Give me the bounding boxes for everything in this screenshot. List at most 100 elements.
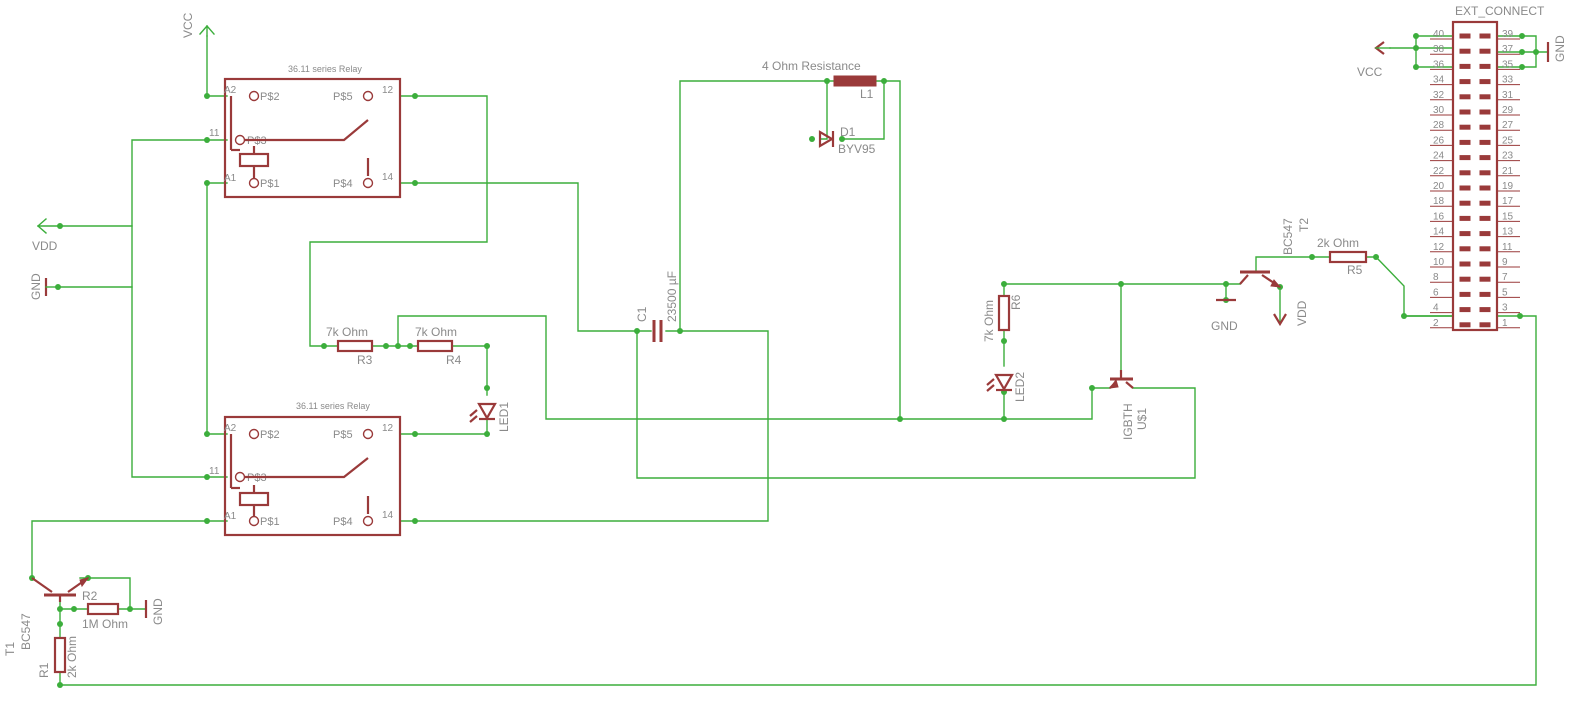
connector-pin-left [1459,124,1471,130]
t1-name: T1 [3,642,17,656]
r4-name: R4 [446,353,462,367]
relay-2-n14: 14 [382,510,394,521]
connector-pin-number-left: 24 [1433,151,1445,162]
l1-name: L1 [860,87,874,101]
vcc-top-label: VCC [181,12,195,38]
connector-pin-right [1479,170,1491,176]
r1-name: R1 [37,662,51,678]
connector-pin-left [1459,231,1471,237]
connector-pin-number-left: 4 [1433,303,1439,314]
wires [31,35,1549,686]
connector-pin-right [1479,261,1491,267]
t2-value: BC547 [1281,218,1295,255]
connector-pin-right [1479,276,1491,282]
connector-pin-right [1479,231,1491,237]
gnd-t1-label: GND [151,598,165,625]
connector-pin-number-right: 23 [1502,151,1514,162]
vcc-ext-symbol: VCC [1357,41,1391,79]
connector-pin-right [1479,48,1491,54]
connector-pin-left [1459,155,1471,161]
r6-value: 7k Ohm [982,300,996,342]
r2-name: R2 [82,589,98,603]
gnd-ext-symbol: GND [1546,35,1567,62]
relay-2-n12: 12 [382,423,394,434]
connector-pin-number-right: 25 [1502,135,1514,146]
led-2: LED2 [986,372,1027,402]
connector-pin-number-right: 1 [1502,318,1508,329]
relay-1-n14: 14 [382,172,394,183]
connector-pin-right [1479,246,1491,252]
connector-pin-left [1459,322,1471,328]
r3-name: R3 [357,353,373,367]
relay-2-title: 36.11 series Relay [296,401,370,411]
led1-name: LED1 [497,402,511,432]
relay-1-n11: 11 [209,128,220,139]
connector-pin-number-left: 10 [1433,257,1445,268]
connector-pin-right [1479,94,1491,100]
connector-pin-left [1459,170,1471,176]
relay-1: 36.11 series Relay A2 P$2 P$5 12 11 P$3 … [209,64,402,199]
connector-pin-number-left: 8 [1433,272,1439,283]
c1-name: C1 [635,306,649,322]
connector-pin-number-left: 32 [1433,90,1445,101]
connector-pin-right [1479,291,1491,297]
t1-value: BC547 [19,613,33,650]
connector-pin-right [1479,79,1491,85]
connector-pin-right [1479,200,1491,206]
vdd-left-symbol: VDD [32,218,61,253]
connector-pin-number-left: 12 [1433,242,1445,253]
u1-value: IGBTH [1121,403,1135,440]
relay-2: 36.11 series Relay A2 P$2 P$5 12 11 P$3 … [209,401,402,537]
connector-pin-right [1479,215,1491,221]
connector-pin-number-right: 29 [1502,105,1514,116]
connector-pin-number-left: 14 [1433,227,1445,238]
c1-value: 23500 µF [665,271,679,322]
connector-pin-number-right: 33 [1502,75,1514,86]
connector-pin-number-left: 30 [1433,105,1445,116]
connector-pin-left [1459,139,1471,145]
inductor-l1: 4 Ohm Resistance L1 [762,59,877,101]
connector-pin-number-right: 11 [1502,242,1513,253]
connector-pin-number-right: 9 [1502,257,1508,268]
connector-pin-right [1479,63,1491,69]
r5-value: 2k Ohm [1317,236,1359,250]
l1-value: 4 Ohm Resistance [762,59,861,73]
vdd-t2-symbol: VDD [1273,286,1309,327]
relay-2-p4: P$4 [333,516,353,528]
r4-value: 7k Ohm [415,325,457,339]
relay-2-p1: P$1 [260,516,280,528]
connector-pin-number-right: 17 [1502,196,1514,207]
led2-name: LED2 [1013,372,1027,402]
vdd-left-label: VDD [32,239,58,253]
connector-pin-right [1479,139,1491,145]
vcc-ext-label: VCC [1357,65,1383,79]
r2-value: 1M Ohm [82,617,128,631]
relay-2-a1: A1 [224,511,237,522]
led-1: LED1 [469,402,511,432]
gnd-t1-symbol: GND [144,598,165,625]
relay-1-p2: P$2 [260,91,280,103]
resistor-r6: 7k Ohm R6 [982,294,1023,342]
connector-pin-left [1459,261,1471,267]
relay-2-a2: A2 [224,423,237,434]
vdd-t2-label: VDD [1295,300,1309,326]
resistor-r5: 2k Ohm R5 [1317,236,1368,277]
connector-pin-right [1479,124,1491,130]
connector-pin-number-right: 3 [1502,303,1508,314]
relay-2-p2: P$2 [260,429,280,441]
connector-pin-number-right: 5 [1502,287,1508,298]
relay-1-title: 36.11 series Relay [288,64,362,74]
gnd-t2-symbol: GND [1211,298,1238,333]
connector-pin-left [1459,200,1471,206]
connector-pin-number-left: 38 [1433,44,1445,55]
connector-pin-right [1479,109,1491,115]
connector-pin-right [1479,307,1491,313]
connector-pin-number-right: 13 [1502,227,1514,238]
junctions [29,33,1539,688]
diode-d1: D1 BYV95 [818,125,876,156]
relay-1-p5: P$5 [333,91,353,103]
connector-pin-left [1459,33,1471,39]
connector-pin-number-left: 22 [1433,166,1445,177]
